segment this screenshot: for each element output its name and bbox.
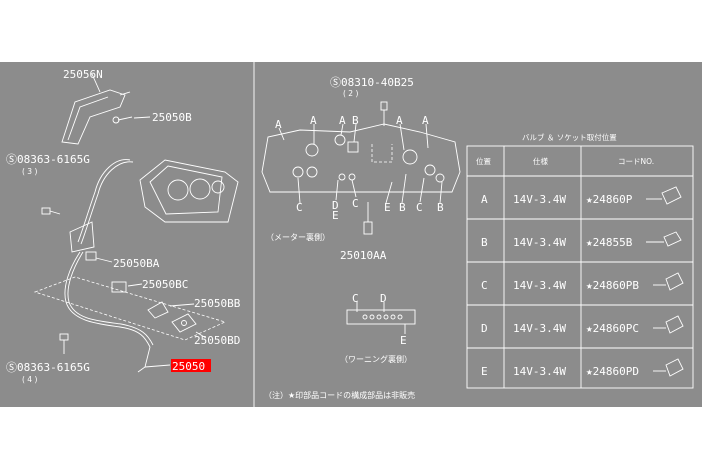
clamp-ba-shape — [85, 251, 97, 261]
warning-board-shape — [346, 302, 416, 334]
position-leaders — [278, 123, 443, 204]
warning-letter-d: D — [380, 292, 387, 305]
table-row: B 14V-3.4W ★24855B — [481, 231, 682, 249]
clip-shape — [112, 116, 133, 124]
meter-back-shape — [261, 123, 461, 193]
svg-text:★24860PC: ★24860PC — [586, 322, 639, 335]
svg-text:A: A — [339, 114, 346, 127]
svg-text:A: A — [396, 114, 403, 127]
part-25050BA: 25050BA — [113, 257, 160, 270]
bolt-2-shape — [59, 333, 69, 354]
leader-25056N — [91, 73, 101, 93]
part-bolt-1: Ⓢ08363-6165G — [6, 153, 90, 166]
leader-25050 — [144, 364, 171, 368]
clamp-bb-shape — [147, 301, 169, 319]
position-letters: A A A B A A C D E C E B C B — [275, 114, 444, 222]
highlight-25050 — [171, 359, 211, 372]
svg-text:D: D — [481, 322, 488, 335]
svg-text:C: C — [352, 197, 359, 210]
svg-text:★24860PB: ★24860PB — [586, 279, 639, 292]
cable-upper-2 — [80, 161, 134, 245]
leader-25050B — [133, 116, 151, 119]
svg-text:C: C — [416, 201, 423, 214]
table-title: バルブ ＆ ソケット取付位置 — [522, 132, 617, 142]
svg-text:A: A — [275, 118, 282, 131]
table-grid — [466, 145, 694, 389]
table-row: E 14V-3.4W ★24860PD — [481, 358, 684, 378]
warning-letter-e: E — [400, 334, 407, 347]
svg-text:★24855B: ★24855B — [586, 236, 633, 249]
grommet-shape — [69, 221, 95, 253]
svg-text:14V-3.4W: 14V-3.4W — [513, 236, 566, 249]
part-25050BD: 25050BD — [194, 334, 240, 347]
svg-text:E: E — [332, 209, 339, 222]
svg-text:14V-3.4W: 14V-3.4W — [513, 365, 566, 378]
bulb-shape — [363, 202, 373, 235]
part-25050B: 25050B — [152, 111, 192, 124]
warning-letter-c: C — [352, 292, 359, 305]
bulb-part-label: 25010AA — [340, 249, 387, 262]
svg-text:E: E — [481, 365, 488, 378]
meter-cluster-shape — [139, 159, 239, 223]
cable-end — [137, 346, 151, 373]
clamp-bd-shape — [171, 313, 197, 333]
parts-diagram: 25056N 25050B Ⓢ08363-6165G ( 3 ) 25050BA… — [0, 62, 702, 407]
th-code: コードNO. — [618, 157, 654, 166]
cable-guide-shape — [61, 89, 131, 145]
warning-caption: （ワーニング裏側） — [340, 354, 412, 364]
part-25056N: 25056N — [63, 68, 103, 81]
svg-text:A: A — [310, 114, 317, 127]
note-text: （注）★印部品コードの構成部品は非販売 — [264, 390, 415, 400]
leader-25050BD — [195, 331, 207, 339]
svg-text:14V-3.4W: 14V-3.4W — [513, 193, 566, 206]
svg-text:14V-3.4W: 14V-3.4W — [513, 279, 566, 292]
svg-text:B: B — [352, 114, 359, 127]
table-row: C 14V-3.4W ★24860PB — [481, 272, 684, 292]
svg-text:A: A — [422, 114, 429, 127]
svg-text:E: E — [384, 201, 391, 214]
svg-text:A: A — [481, 193, 488, 206]
th-spec: 仕様 — [533, 156, 548, 166]
part-25050: 25050 — [172, 360, 205, 373]
table-row: D 14V-3.4W ★24860PC — [481, 315, 684, 335]
svg-text:B: B — [481, 236, 488, 249]
svg-text:B: B — [399, 201, 406, 214]
diagram-svg: 25056N 25050B Ⓢ08363-6165G ( 3 ) 25050BA… — [6, 62, 694, 407]
svg-text:14V-3.4W: 14V-3.4W — [513, 322, 566, 335]
part-25050BB: 25050BB — [194, 297, 241, 310]
table-row: A 14V-3.4W ★24860P — [481, 186, 682, 206]
screw-shape — [380, 101, 388, 126]
th-position: 位置 — [476, 156, 491, 166]
screw-qty: ( 2 ) — [343, 89, 358, 98]
part-25050BC: 25050BC — [142, 278, 188, 291]
svg-text:B: B — [437, 201, 444, 214]
part-bolt-2-qty: ( 4 ) — [22, 375, 37, 384]
part-bolt-2: Ⓢ08363-6165G — [6, 361, 90, 374]
svg-text:★24860PD: ★24860PD — [586, 365, 639, 378]
screw-label: Ⓢ08310-40B25 — [330, 76, 414, 89]
floor-outline — [33, 276, 227, 341]
bolt-1-shape — [41, 207, 61, 215]
leader-25050BC — [127, 283, 143, 287]
leader-25050BB — [169, 303, 195, 307]
meter-caption: （メーター裏側） — [266, 232, 330, 242]
svg-text:D: D — [332, 199, 339, 212]
part-bolt-1-qty: ( 3 ) — [22, 167, 37, 176]
leader-25050BA — [95, 257, 113, 263]
cable-upper — [77, 159, 131, 243]
cable-lower — [64, 251, 151, 348]
svg-text:★24860P: ★24860P — [586, 193, 633, 206]
svg-text:C: C — [296, 201, 303, 214]
clamp-bc-shape — [111, 281, 127, 293]
svg-text:C: C — [481, 279, 488, 292]
